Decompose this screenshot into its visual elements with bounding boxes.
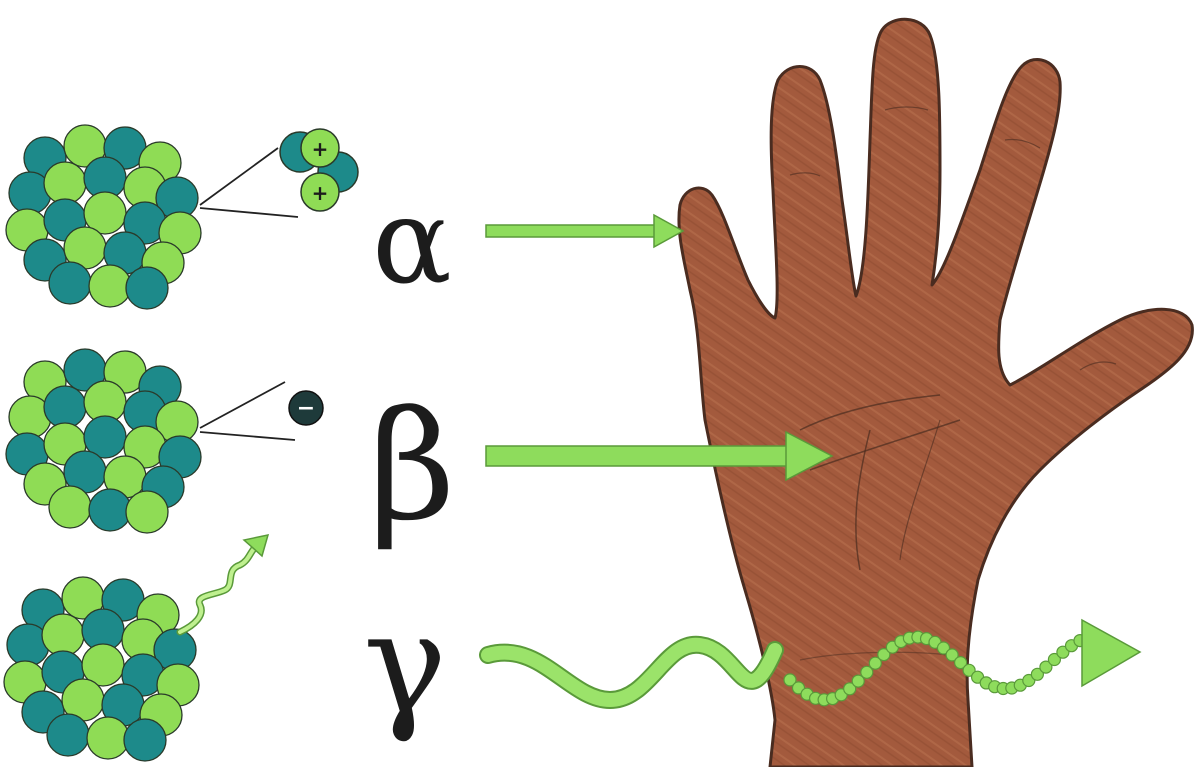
alpha-nucleus bbox=[6, 125, 201, 309]
nucleon bbox=[126, 267, 168, 309]
beta-nucleus bbox=[6, 349, 201, 533]
nucleon bbox=[42, 614, 84, 656]
nucleon bbox=[124, 719, 166, 761]
nucleon bbox=[49, 486, 91, 528]
alpha-symbol: α bbox=[372, 172, 452, 310]
proton-charge-2: + bbox=[312, 181, 329, 205]
nucleon bbox=[44, 386, 86, 428]
nucleon bbox=[89, 489, 131, 531]
gamma-nucleus bbox=[4, 577, 199, 761]
beta-symbol: β bbox=[369, 380, 456, 554]
gamma-arrowhead bbox=[1082, 620, 1140, 686]
gamma-emission-arrow bbox=[180, 535, 268, 632]
gamma-symbol: γ bbox=[363, 583, 447, 746]
proton-charge-1: + bbox=[312, 137, 329, 161]
beta-emission-lines bbox=[200, 382, 295, 440]
nucleon bbox=[126, 491, 168, 533]
alpha-arrow bbox=[486, 215, 683, 247]
electron-charge: − bbox=[297, 396, 315, 421]
alpha-particle: + + bbox=[280, 129, 358, 211]
nucleon bbox=[49, 262, 91, 304]
nucleon bbox=[87, 717, 129, 759]
nucleon bbox=[89, 265, 131, 307]
nucleon bbox=[47, 714, 89, 756]
beta-particle: − bbox=[289, 391, 323, 425]
nucleon bbox=[44, 162, 86, 204]
